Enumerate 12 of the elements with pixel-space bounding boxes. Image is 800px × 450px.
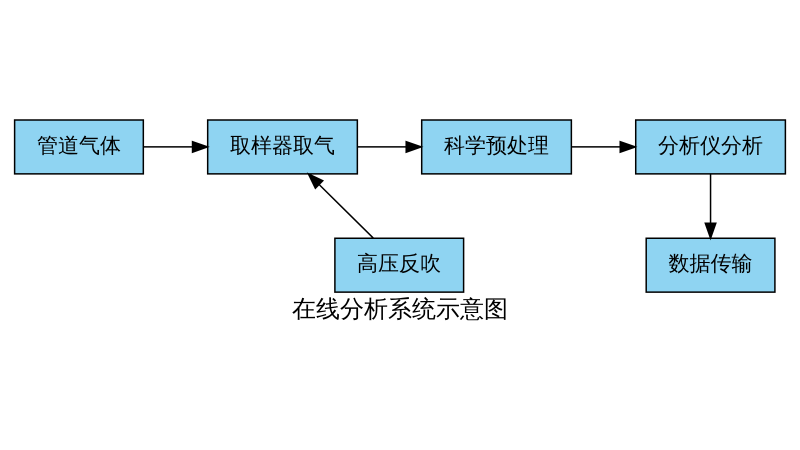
arrow	[358, 140, 424, 153]
arrow	[704, 174, 717, 240]
node-box: 分析仪分析	[634, 118, 786, 174]
caption: 在线分析系统示意图	[292, 294, 508, 323]
arrow	[143, 140, 210, 153]
node-box: 数据传输	[645, 236, 776, 292]
node-box: 科学预处理	[420, 118, 572, 174]
node-box: 高压反吹	[334, 236, 464, 292]
node-box: 管道气体	[14, 118, 144, 174]
arrow	[306, 172, 374, 238]
node-box: 取样器取气	[206, 118, 358, 174]
arrow	[572, 140, 638, 153]
